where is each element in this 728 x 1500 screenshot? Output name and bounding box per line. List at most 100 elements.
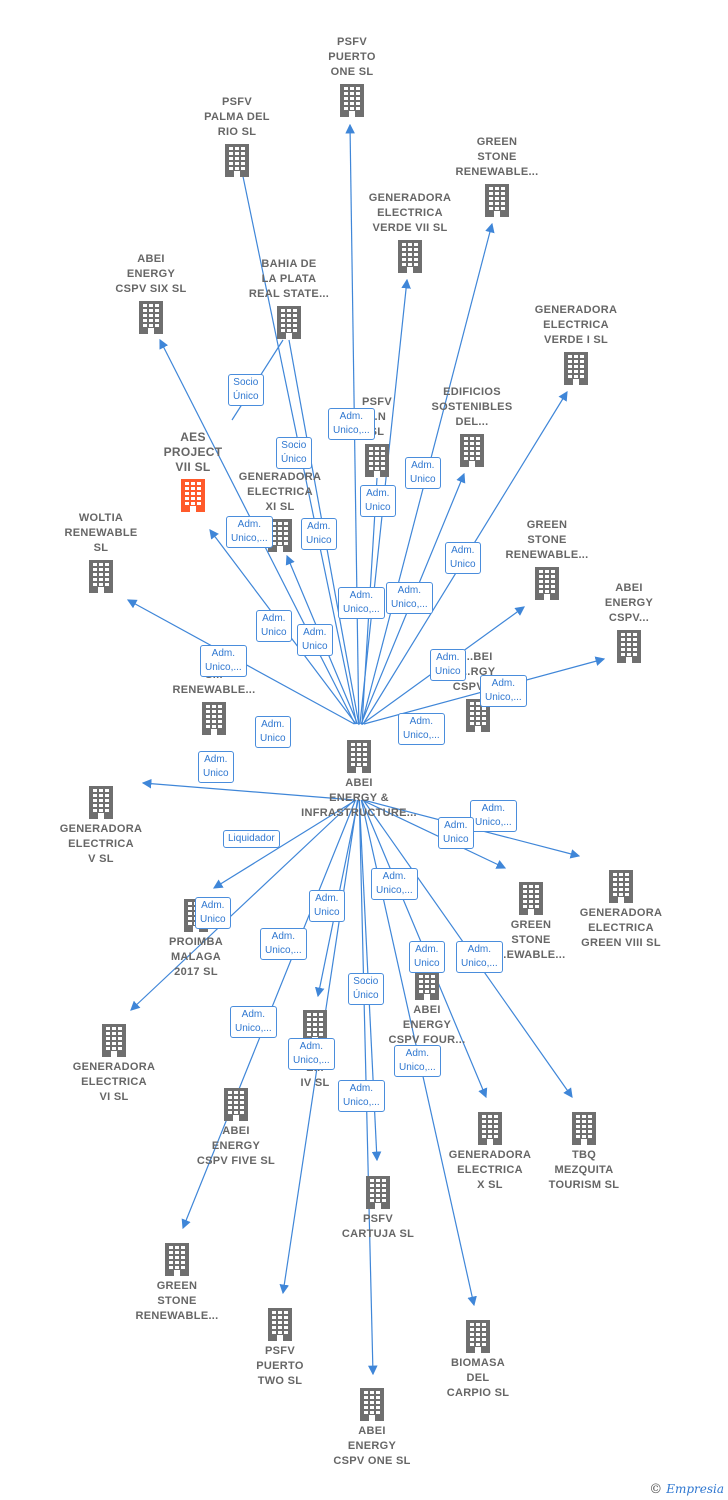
role-badge-text: Adm. <box>349 1083 374 1094</box>
label-line: ELECTRICA <box>247 486 313 498</box>
role-badge[interactable]: Adm.Unico,... <box>386 582 433 614</box>
edge-gen-vi <box>130 799 355 1011</box>
label-line: CSPV ONE SL <box>333 1455 411 1467</box>
building-icon <box>89 786 113 819</box>
role-badge[interactable]: Adm.Unico,... <box>398 713 445 745</box>
role-badge[interactable]: Adm.Unico <box>430 649 466 681</box>
label-line: ENERGY <box>347 1440 397 1452</box>
building-icon <box>89 560 113 593</box>
role-badge[interactable]: Adm.Unico,... <box>226 516 273 548</box>
role-badge[interactable]: Adm.Unico,... <box>371 868 418 900</box>
role-badge-text: Unico <box>435 666 461 677</box>
label-line: RENEWABLE... <box>135 1310 219 1322</box>
role-badge[interactable]: Adm.Unico <box>409 941 445 973</box>
role-badge[interactable]: Adm.Unico,... <box>328 408 375 440</box>
role-badge-text: Adm. <box>491 678 516 689</box>
role-badge[interactable]: Adm.Unico <box>301 518 337 550</box>
label-line: STONE <box>477 151 517 163</box>
role-badge[interactable]: Adm.Unico,... <box>338 1080 385 1112</box>
role-badge[interactable]: Adm. Unico <box>438 817 474 849</box>
role-badge[interactable]: Adm.Unico,... <box>288 1038 335 1070</box>
label-line: X SL <box>477 1179 503 1191</box>
role-badge-text: Unico,... <box>475 817 512 828</box>
role-badge-text: Adm. <box>409 716 434 727</box>
role-badge[interactable]: Adm.Unico <box>255 716 291 748</box>
label-line: IV SL <box>300 1077 330 1089</box>
watermark: ©Empresia <box>649 1482 724 1497</box>
role-badge[interactable]: Adm.Unico,... <box>470 800 517 832</box>
label-line: GREEN VIII SL <box>581 937 661 949</box>
role-badge-text: Unico,... <box>333 425 370 436</box>
role-badge[interactable]: Adm.Unico <box>309 890 345 922</box>
label-line: STONE <box>527 534 567 546</box>
label-line: LA PLATA <box>261 273 317 285</box>
label-line: VII SL <box>175 460 211 474</box>
role-badge[interactable]: Adm.Unico,... <box>230 1006 277 1038</box>
role-badge[interactable]: Adm.Unico,... <box>338 587 385 619</box>
role-badge-text: Unico <box>260 733 286 744</box>
role-badge[interactable]: Adm.Unico,... <box>394 1045 441 1077</box>
role-badge-text: Adm. <box>241 1009 266 1020</box>
label-line: ...BEI <box>463 651 493 663</box>
label-line: GENERADORA <box>368 192 452 204</box>
role-badge[interactable]: Adm.Unico <box>198 751 234 783</box>
label-line: PROJECT <box>163 445 223 459</box>
role-badge-text: Unico <box>443 834 469 845</box>
role-badge[interactable]: Adm.Unico <box>405 457 441 489</box>
role-badge[interactable]: Adm.Unico,... <box>260 928 307 960</box>
role-badge-text: Socio <box>353 976 379 987</box>
label-line: GREEN <box>156 1280 198 1292</box>
role-badge[interactable]: Liquidador <box>223 830 280 848</box>
role-badge-text: Adm. <box>444 820 468 831</box>
building-icon <box>564 352 588 385</box>
role-badge[interactable]: Adm.Unico <box>445 542 481 574</box>
role-badge[interactable]: Adm.Unico,... <box>200 645 247 677</box>
role-badge[interactable]: Adm.Unico <box>360 485 396 517</box>
role-badge[interactable]: Adm.Unico,... <box>480 675 527 707</box>
role-badge[interactable]: Adm.Unico <box>256 610 292 642</box>
role-badge[interactable]: Adm.Unico,... <box>456 941 503 973</box>
building-icon <box>202 702 226 735</box>
label-line: ELECTRICA <box>457 1164 523 1176</box>
role-badge[interactable]: Adm.Unico <box>195 897 231 929</box>
role-badge-text: Socio <box>233 377 259 388</box>
role-badge[interactable]: Adm.Unico <box>297 624 333 656</box>
